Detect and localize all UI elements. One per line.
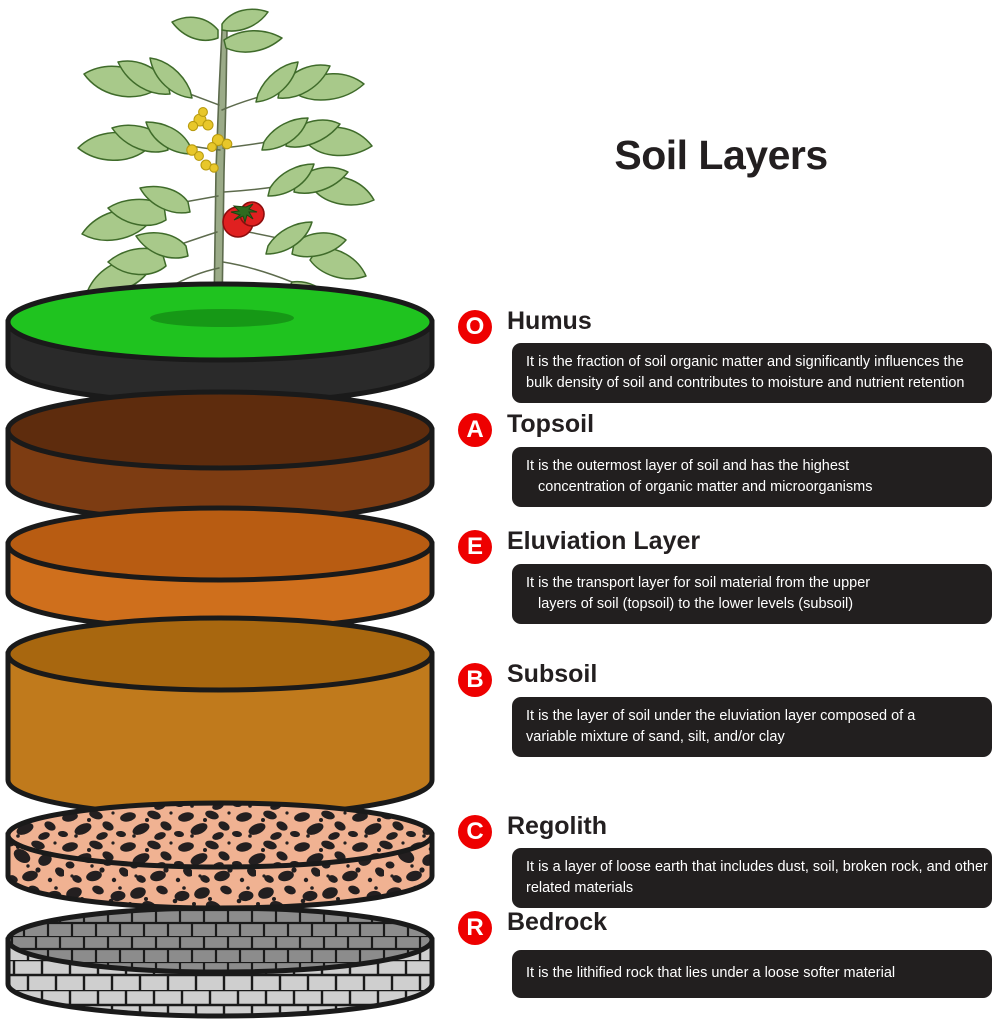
flower-cluster	[186, 107, 233, 173]
layer-name-humus: Humus	[507, 307, 592, 335]
cylinder-subsoil	[5, 615, 435, 819]
layer-descriptions-panel: Soil Layers O Humus It is the fraction o…	[450, 0, 1004, 1024]
desc-line: It is the outermost layer of soil and ha…	[526, 458, 850, 474]
layer-desc-topsoil: It is the outermost layer of soil and ha…	[512, 447, 992, 508]
layer-name-eluviation: Eluviation Layer	[507, 527, 701, 555]
badge-o: O	[458, 310, 492, 344]
layer-name-subsoil: Subsoil	[507, 660, 598, 688]
cylinder-regolith	[5, 800, 435, 911]
desc-line: concentration of organic matter and micr…	[538, 478, 873, 495]
desc-line: It is the transport layer for soil mater…	[526, 575, 871, 591]
badge-a: A	[458, 413, 492, 447]
layer-desc-eluviation: It is the transport layer for soil mater…	[512, 564, 992, 625]
layer-desc-subsoil: It is the layer of soil under the eluvia…	[512, 697, 992, 758]
layer-desc-humus: It is the fraction of soil organic matte…	[512, 343, 992, 404]
page-title: Soil Layers	[614, 132, 828, 178]
cylinder-eluviation	[5, 505, 435, 632]
desc-line: It is a layer of loose earth that includ…	[526, 859, 988, 875]
cylinder-topsoil	[5, 389, 435, 524]
desc-line: It is the fraction of soil organic matte…	[526, 354, 964, 370]
desc-line: It is the lithified rock that lies under…	[526, 965, 896, 981]
badge-b: B	[458, 663, 492, 697]
layer-name-regolith: Regolith	[507, 812, 607, 840]
cylinder-bedrock	[5, 905, 435, 1019]
badge-r: R	[458, 911, 492, 945]
layer-name-topsoil: Topsoil	[507, 410, 595, 438]
badge-c: C	[458, 815, 492, 849]
desc-line: bulk density of soil and contributes to …	[526, 374, 965, 391]
layer-desc-bedrock: It is the lithified rock that lies under…	[512, 950, 992, 998]
desc-line: related materials	[526, 879, 634, 896]
desc-line: variable mixture of sand, silt, and/or c…	[526, 728, 785, 745]
tomato-fruit	[222, 201, 265, 238]
soil-profile-illustration	[0, 0, 450, 1024]
badge-e: E	[458, 530, 492, 564]
layer-name-bedrock: Bedrock	[507, 908, 608, 936]
layer-desc-regolith: It is a layer of loose earth that includ…	[512, 848, 992, 909]
tomato-plant-graphic	[77, 8, 375, 311]
desc-line: It is the layer of soil under the eluvia…	[526, 708, 916, 724]
cylinder-humus	[5, 281, 435, 406]
desc-line: layers of soil (topsoil) to the lower le…	[538, 595, 854, 612]
